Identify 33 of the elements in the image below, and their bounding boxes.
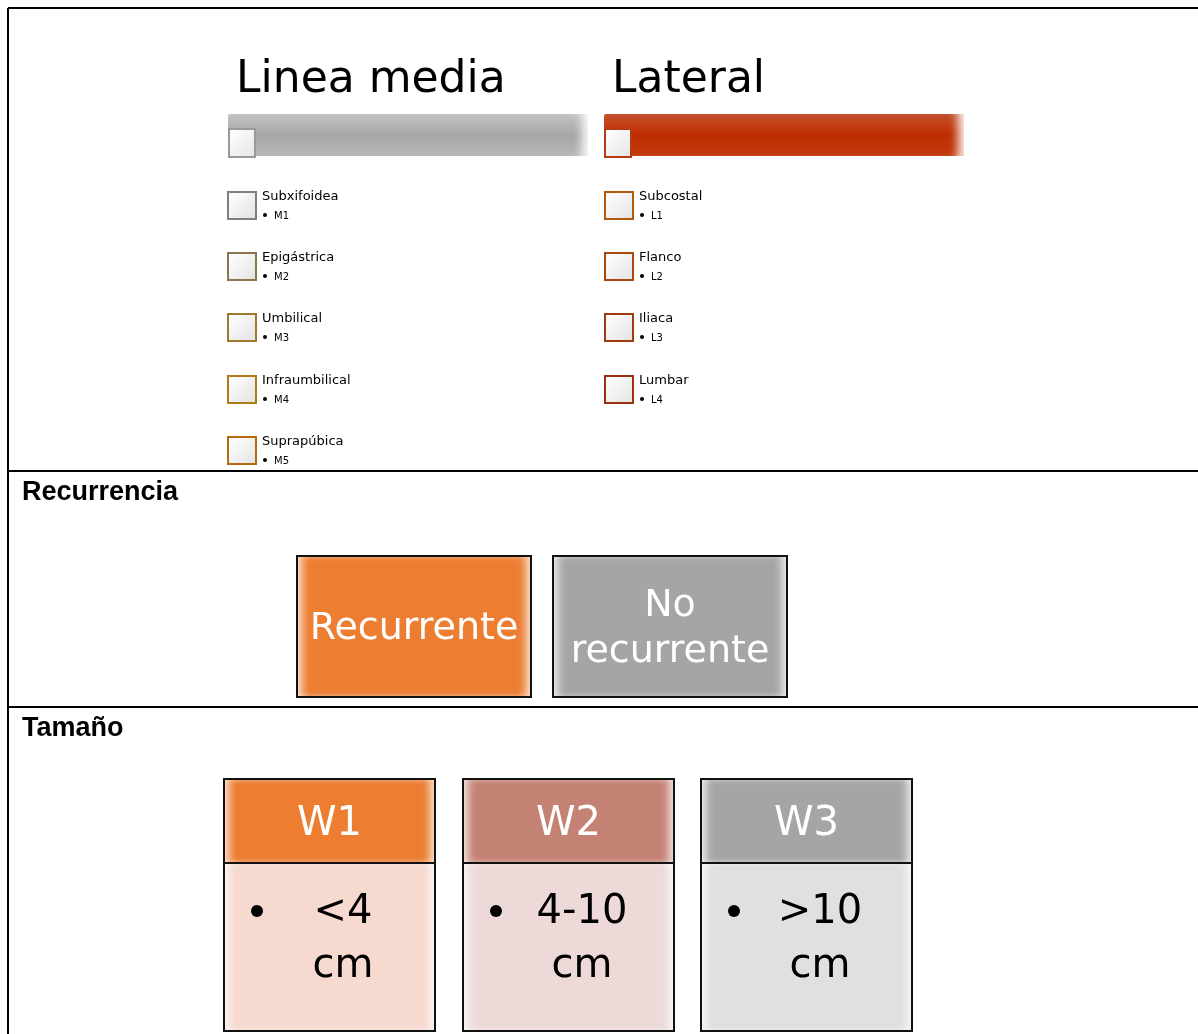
category-box: W2 (462, 778, 675, 864)
item-label: Infraumbilical (262, 372, 351, 388)
item-label: Subcostal (639, 188, 703, 204)
item-code: L1 (651, 209, 663, 223)
size-range: >10 cm (776, 885, 864, 988)
category-box: W1 (223, 778, 436, 864)
detail-box (223, 862, 436, 1032)
item-code: M4 (274, 393, 289, 407)
item-label: Umbilical (262, 310, 322, 326)
size-range: <4 cm (311, 885, 375, 988)
item-code: L4 (651, 393, 663, 407)
item-label: Epigástrica (262, 249, 335, 265)
item-label: Subxifoidea (262, 188, 339, 204)
item-label: Lumbar (639, 372, 689, 388)
detail-box (700, 862, 913, 1032)
item-code: L3 (651, 331, 663, 345)
category-box: Recurrente (296, 555, 532, 698)
detail-box (462, 862, 675, 1032)
category-box: No recurrente (552, 555, 788, 698)
column-heading: Lateral (612, 52, 766, 102)
item-code: M2 (274, 270, 289, 284)
item-code: M3 (274, 331, 289, 345)
item-label: Suprapúbica (262, 433, 344, 449)
section-heading: Recurrencia (22, 476, 179, 507)
item-code: M1 (274, 209, 289, 223)
item-code: L2 (651, 270, 663, 284)
section-heading: Tamaño (22, 712, 124, 743)
column-heading: Linea media (236, 52, 506, 102)
item-label: Iliaca (639, 310, 674, 326)
size-range: 4-10 cm (535, 885, 629, 988)
item-code: M5 (274, 454, 289, 468)
item-label: Flanco (639, 249, 682, 265)
category-box: W3 (700, 778, 913, 864)
